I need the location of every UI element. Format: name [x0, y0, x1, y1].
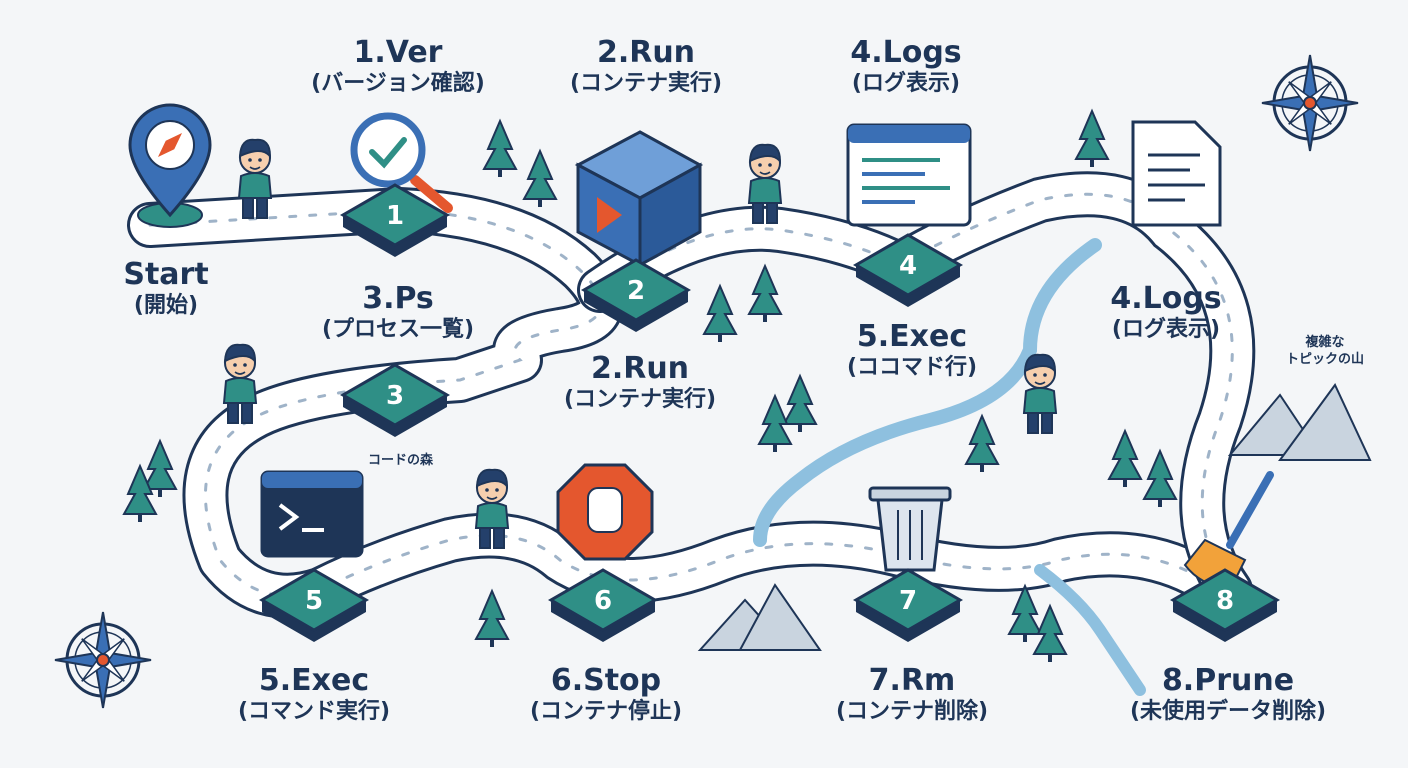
- mountain-icon: [697, 383, 1372, 651]
- step-label-8: 8.Prune (未使用データ削除): [1130, 664, 1326, 726]
- step-title: 7.Rm: [868, 663, 956, 698]
- compass-rose-icon: [53, 610, 153, 710]
- start-title: Start: [123, 257, 209, 292]
- step-title: 4.Logs: [850, 35, 962, 70]
- step-number: 6: [594, 586, 612, 616]
- document-icon: [1131, 120, 1222, 227]
- step-label-1: 1.Ver (バージョン確認): [311, 36, 485, 98]
- start-sub: (開始): [133, 293, 199, 318]
- step-sub: (コンテナ停止): [529, 699, 683, 724]
- extra-sub: (ログ表示): [1111, 317, 1221, 342]
- step-number: 2: [627, 276, 645, 306]
- step-title: 1.Ver: [353, 35, 443, 70]
- step-tile-7: 7: [852, 568, 964, 642]
- step-sub: (未使用データ削除): [1129, 699, 1327, 724]
- extra-label-exec: 5.Exec (ココマド行): [847, 320, 977, 382]
- magnifier-check-icon: [350, 112, 453, 213]
- map-pin-compass-icon: [128, 103, 212, 228]
- logs-window-icon: [846, 123, 972, 227]
- step-sub: (コンテナ削除): [835, 699, 989, 724]
- step-sub: (コンテナ実行): [569, 71, 723, 96]
- step-tile-3: 3: [339, 363, 451, 437]
- step-number: 7: [899, 586, 917, 616]
- step-sub: (ログ表示): [851, 71, 961, 96]
- extra-title: 5.Exec: [856, 319, 968, 354]
- extra-label-run: 2.Run (コンテナ実行): [564, 352, 716, 414]
- step-label-7: 7.Rm (コンテナ削除): [836, 664, 988, 726]
- step-sub: (バージョン確認): [311, 71, 485, 96]
- step-title: 6.Stop: [550, 663, 662, 698]
- step-number: 1: [386, 201, 404, 231]
- step-label-3: 3.Ps (プロセス一覧): [322, 282, 474, 344]
- extra-sub: (ココマド行): [846, 355, 978, 380]
- step-label-2: 2.Run (コンテナ実行): [570, 36, 722, 98]
- step-label-4: 4.Logs (ログ表示): [850, 36, 961, 98]
- step-label-6: 6.Stop (コンテナ停止): [530, 664, 682, 726]
- step-number: 5: [305, 586, 323, 616]
- mountain-label: 複雑な トピックの山: [1286, 335, 1365, 367]
- step-title: 5.Exec: [258, 663, 370, 698]
- extra-title: 4.Logs: [1110, 281, 1222, 316]
- step-title: 2.Run: [596, 35, 696, 70]
- container-box-icon: [574, 130, 704, 268]
- step-sub: (コマンド実行): [237, 699, 391, 724]
- trash-can-icon: [868, 486, 952, 572]
- extra-sub: (コンテナ実行): [563, 387, 717, 412]
- stop-hand-icon: [556, 463, 654, 561]
- extra-label-logs: 4.Logs (ログ表示): [1110, 282, 1221, 344]
- terminal-icon: [260, 470, 364, 558]
- forest-label: コードの森: [368, 453, 434, 468]
- step-tile-8: 8: [1169, 568, 1281, 642]
- step-tile-2: 2: [580, 258, 692, 332]
- step-tile-5: 5: [258, 568, 370, 642]
- step-number: 8: [1216, 586, 1234, 616]
- extra-title: 2.Run: [590, 351, 690, 386]
- step-sub: (プロセス一覧): [321, 317, 475, 342]
- step-tile-4: 4: [852, 233, 964, 307]
- step-tile-1: 1: [339, 183, 451, 257]
- compass-rose-icon: [1260, 53, 1360, 153]
- step-title: 3.Ps: [362, 281, 434, 316]
- start-label: Start (開始): [123, 258, 208, 320]
- step-number: 4: [899, 251, 917, 281]
- step-title: 8.Prune: [1161, 663, 1295, 698]
- step-tile-6: 6: [547, 568, 659, 642]
- step-number: 3: [386, 381, 404, 411]
- step-label-5: 5.Exec (コマンド実行): [238, 664, 390, 726]
